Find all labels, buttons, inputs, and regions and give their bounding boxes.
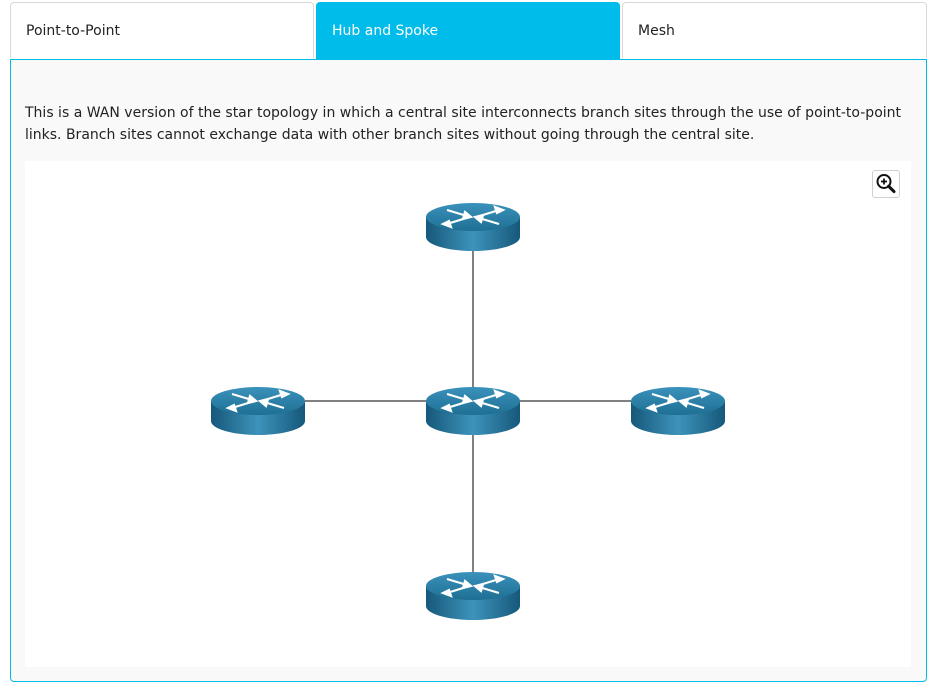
router-icon	[426, 203, 520, 251]
topology-description: This is a WAN version of the star topolo…	[25, 105, 902, 143]
router-icon	[426, 387, 520, 435]
tab-bar: Point-to-Point Hub and Spoke Mesh	[10, 2, 927, 60]
zoom-button[interactable]	[872, 170, 900, 198]
tab-panel: This is a WAN version of the star topolo…	[10, 59, 927, 682]
router-spoke-bottom[interactable]	[426, 572, 520, 620]
router-icon	[211, 387, 305, 435]
router-icon	[631, 387, 725, 435]
tab-mesh[interactable]: Mesh	[622, 2, 927, 58]
zoom-in-icon	[876, 174, 896, 194]
topology-diagram	[25, 161, 911, 667]
router-spoke-top[interactable]	[426, 203, 520, 251]
router-spoke-left[interactable]	[211, 387, 305, 435]
tab-point-to-point[interactable]: Point-to-Point	[10, 2, 314, 58]
topology-svg	[211, 203, 725, 620]
router-icon	[426, 572, 520, 620]
router-spoke-right[interactable]	[631, 387, 725, 435]
tab-hub-and-spoke[interactable]: Hub and Spoke	[316, 2, 620, 60]
router-hub[interactable]	[426, 387, 520, 435]
